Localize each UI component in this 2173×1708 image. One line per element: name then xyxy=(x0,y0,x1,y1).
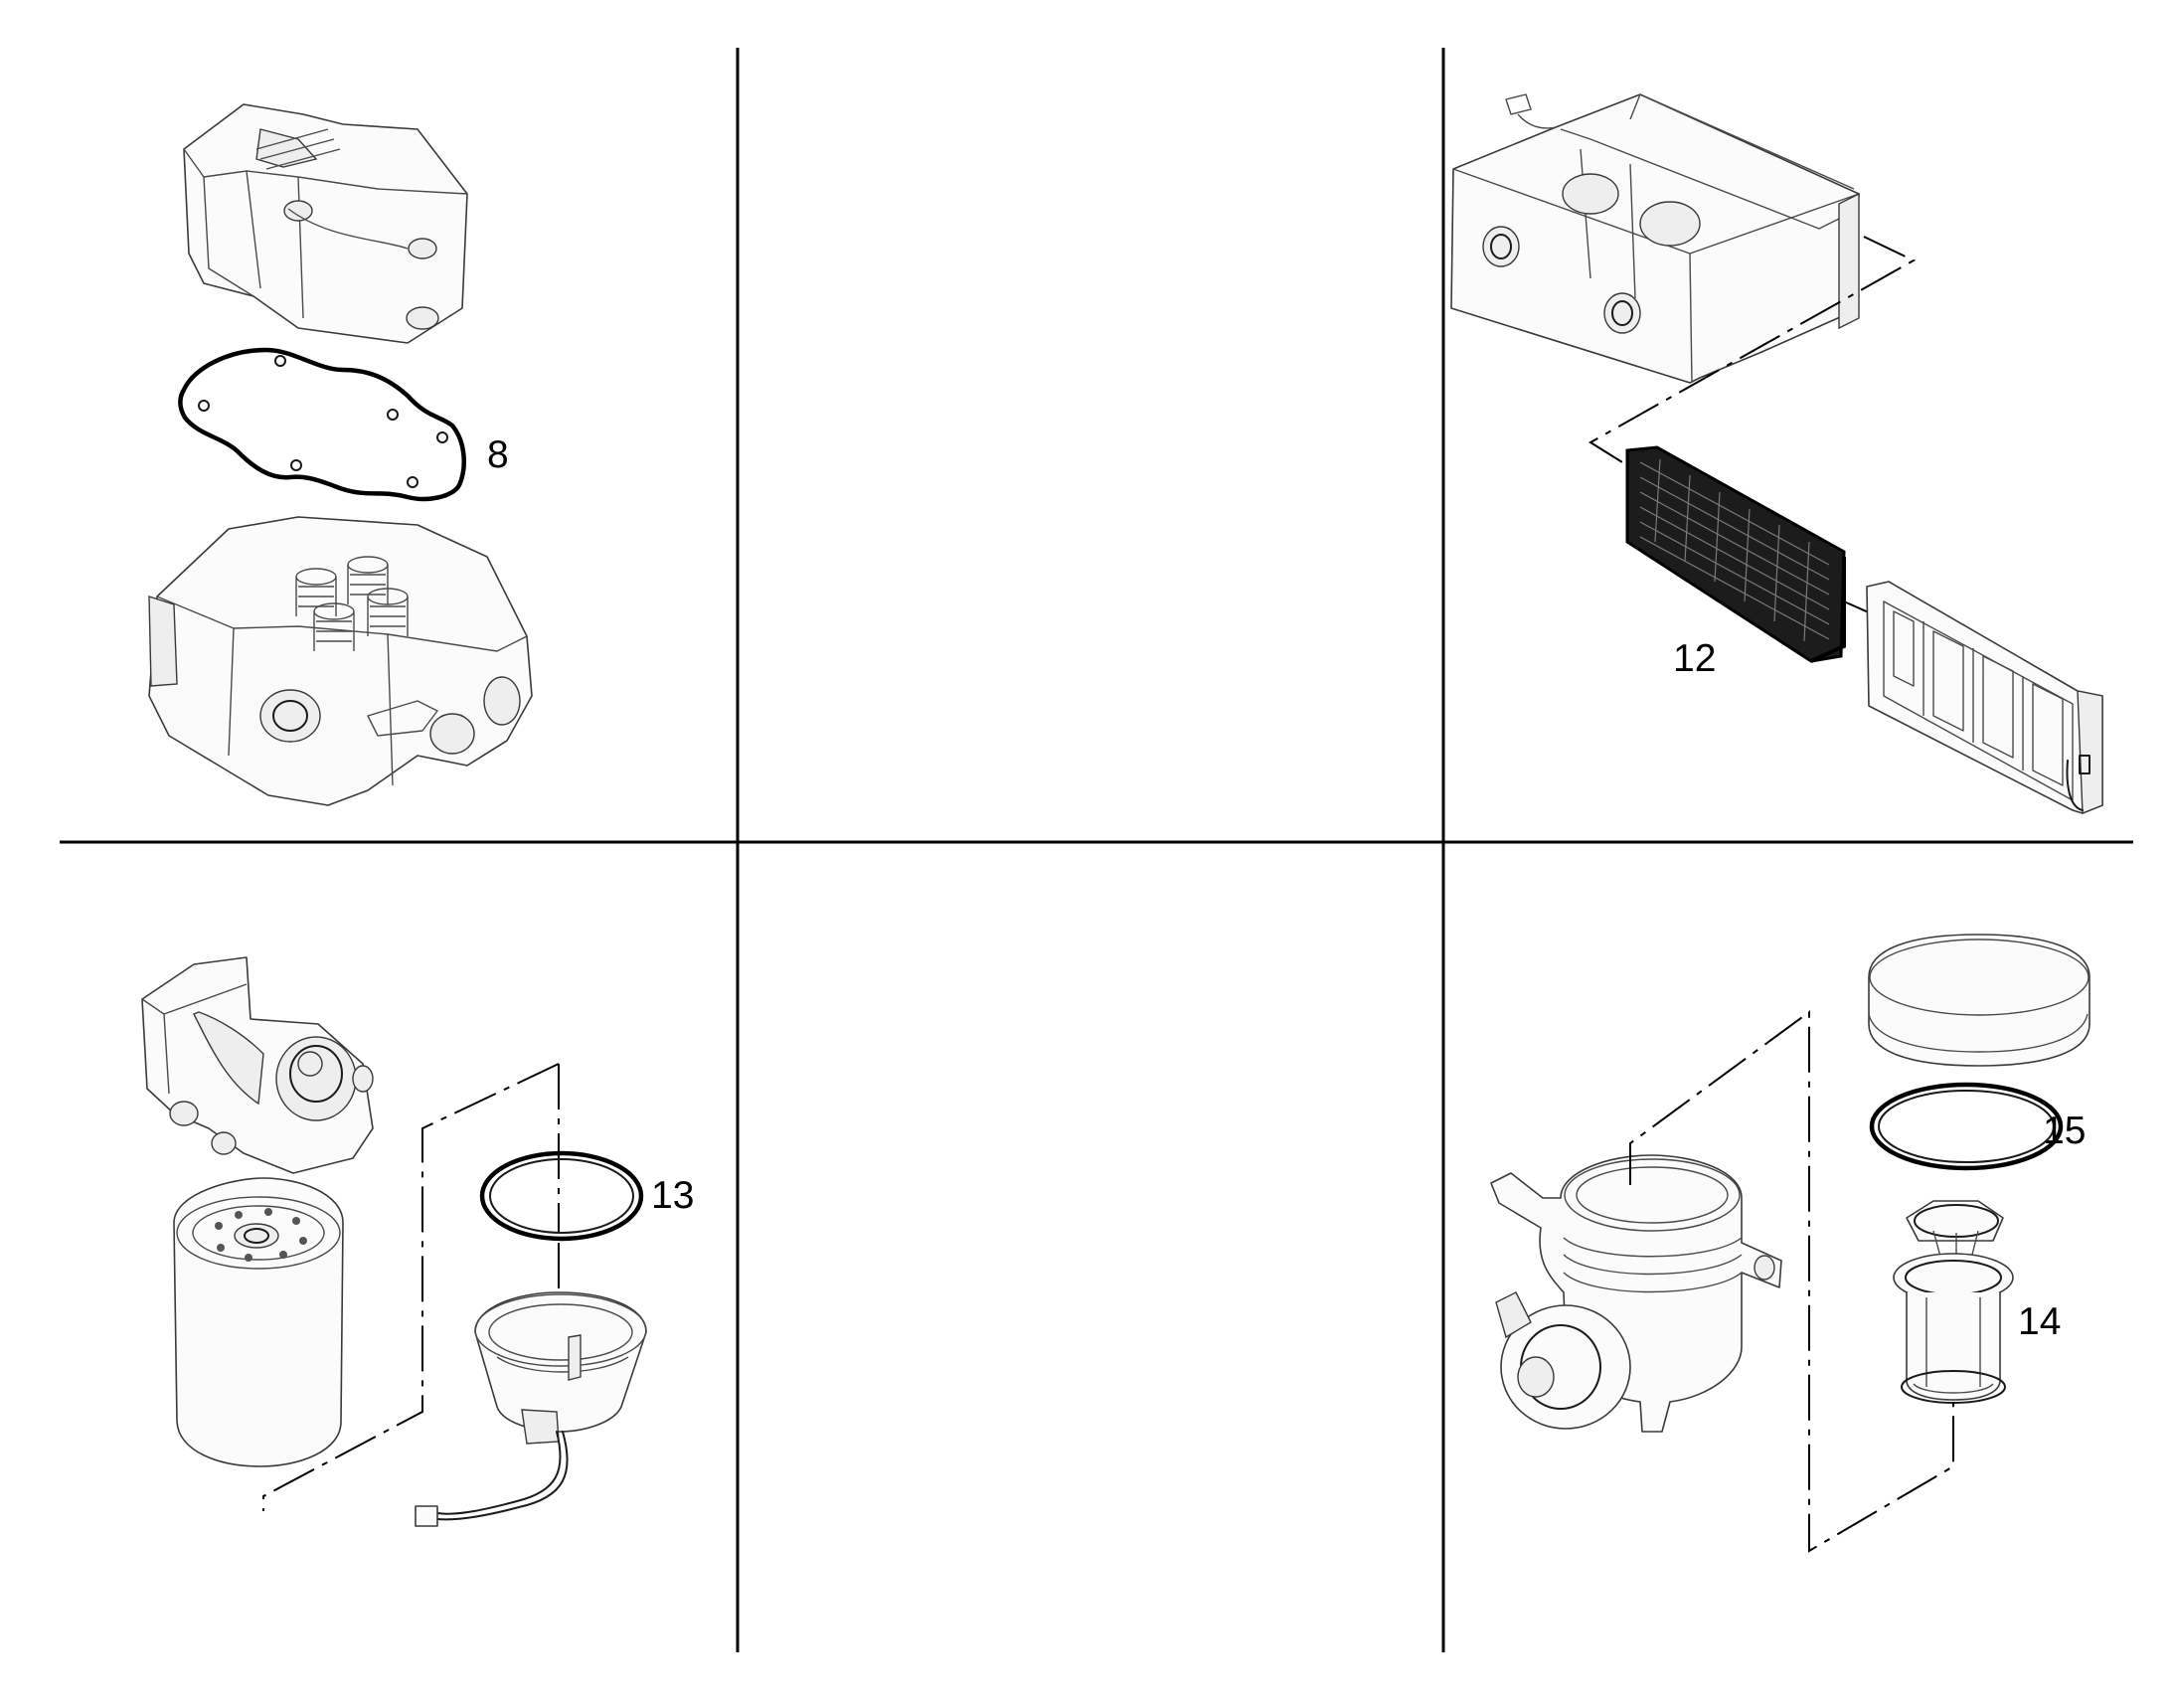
panel-cylinder-head: 8 xyxy=(148,103,533,806)
breather-oring-drawing xyxy=(1869,1082,2064,1171)
breather-cap-drawing xyxy=(1868,934,2090,1067)
assembly-line-fuel xyxy=(262,1063,560,1511)
breather-element-drawing xyxy=(1893,1200,2014,1404)
callout-8: 8 xyxy=(487,433,509,476)
callout-12: 12 xyxy=(1673,637,1716,680)
valve-cover-drawing xyxy=(183,103,468,344)
cabin-filter-element-drawing xyxy=(1625,445,1846,663)
panel-breather-filter: 15 14 xyxy=(1490,934,2090,1553)
filter-head-drawing xyxy=(141,956,374,1174)
filter-frame-drawing xyxy=(1866,581,2103,815)
callout-13: 13 xyxy=(651,1174,694,1217)
cylinder-head-drawing xyxy=(148,516,533,806)
callout-15: 15 xyxy=(2043,1110,2086,1152)
assembly-line-filter xyxy=(1588,236,1917,468)
breather-housing-drawing xyxy=(1490,1154,1782,1433)
panel-grid xyxy=(60,48,2133,1652)
panel-fuel-filter: 13 xyxy=(141,956,694,1527)
fuel-filter-oring-drawing xyxy=(479,1150,644,1242)
water-separator-bowl-drawing xyxy=(415,1291,647,1527)
head-gasket-drawing xyxy=(178,347,466,502)
panel-cab-air-filter: 12 xyxy=(1450,93,2103,815)
hvac-housing-drawing xyxy=(1450,93,1860,384)
assembly-line-breather xyxy=(1629,1010,1954,1553)
callout-14: 14 xyxy=(2018,1300,2061,1343)
fuel-filter-canister-drawing xyxy=(173,1177,344,1467)
